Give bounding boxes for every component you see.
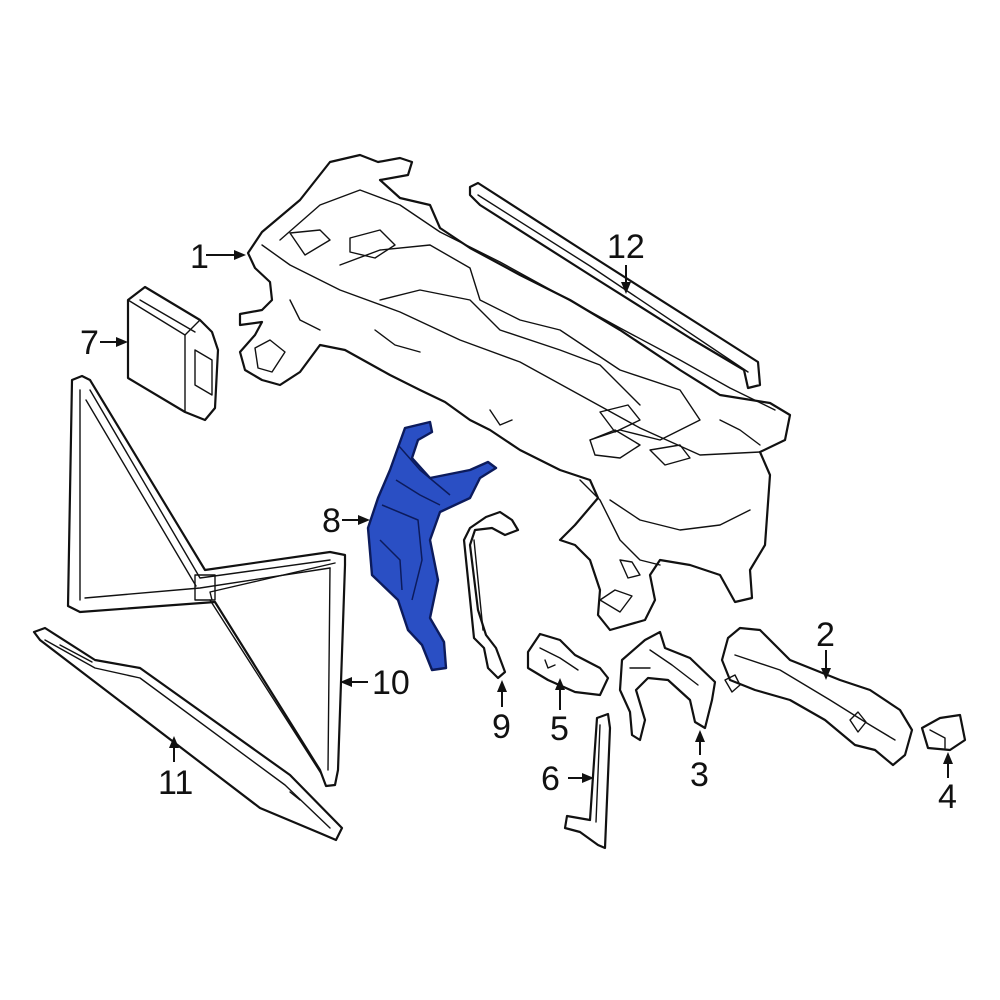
callout-11: 11 [158, 764, 193, 802]
part-5-bracket[interactable] [526, 632, 610, 697]
part-8-bracket-highlighted[interactable] [366, 420, 498, 672]
callout-7: 7 [80, 324, 99, 362]
part-1-cowl-panel[interactable] [238, 153, 792, 632]
part-10-brace-frame[interactable] [66, 374, 347, 788]
part-3-mount-bracket[interactable] [618, 630, 717, 742]
part-11-lower-rail[interactable] [32, 626, 344, 842]
callout-4: 4 [938, 778, 957, 816]
part-12-seal-strip[interactable] [468, 181, 762, 390]
part-9-rod-bracket[interactable] [462, 510, 520, 680]
callout-9: 9 [492, 708, 511, 746]
callout-2: 2 [816, 616, 835, 654]
callout-5: 5 [550, 710, 569, 748]
callout-labels: 1 2 3 4 5 6 7 8 9 10 11 12 [80, 228, 957, 816]
callout-12: 12 [607, 228, 645, 266]
part-2-side-rail[interactable] [720, 626, 914, 767]
callout-leaders [100, 250, 953, 783]
callout-10: 10 [372, 664, 410, 702]
callout-3: 3 [690, 756, 709, 794]
part-6-vertical-member[interactable] [563, 712, 612, 850]
part-7-module[interactable] [126, 285, 220, 422]
callout-1: 1 [190, 238, 209, 276]
callout-6: 6 [541, 760, 560, 798]
part-4-clip[interactable] [920, 713, 967, 752]
callout-8: 8 [322, 502, 341, 540]
